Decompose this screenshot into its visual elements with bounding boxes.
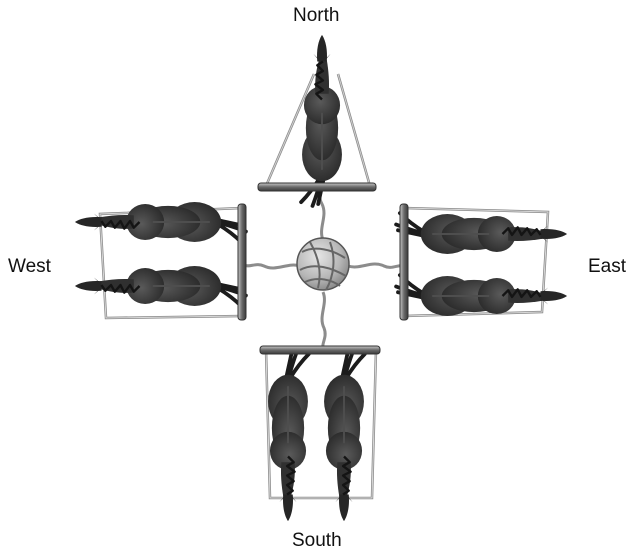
east-horse-top: [396, 213, 567, 254]
east-bar: [400, 204, 408, 320]
rope-east: [348, 264, 404, 267]
west-horse-bottom: [75, 266, 246, 307]
south-horse-right: [324, 350, 365, 521]
north-bar: [258, 183, 376, 191]
west-team: [75, 202, 246, 320]
rope-south: [322, 292, 325, 350]
north-horse: [301, 35, 342, 206]
south-team: [260, 346, 380, 521]
rope-west: [244, 265, 300, 268]
rope-knot: [297, 238, 349, 290]
north-team: [258, 35, 376, 206]
west-bar: [238, 204, 246, 320]
south-horse-left: [268, 350, 309, 521]
center-rope-knot-group: [244, 182, 404, 350]
east-team: [396, 204, 567, 320]
south-bar: [260, 346, 380, 354]
